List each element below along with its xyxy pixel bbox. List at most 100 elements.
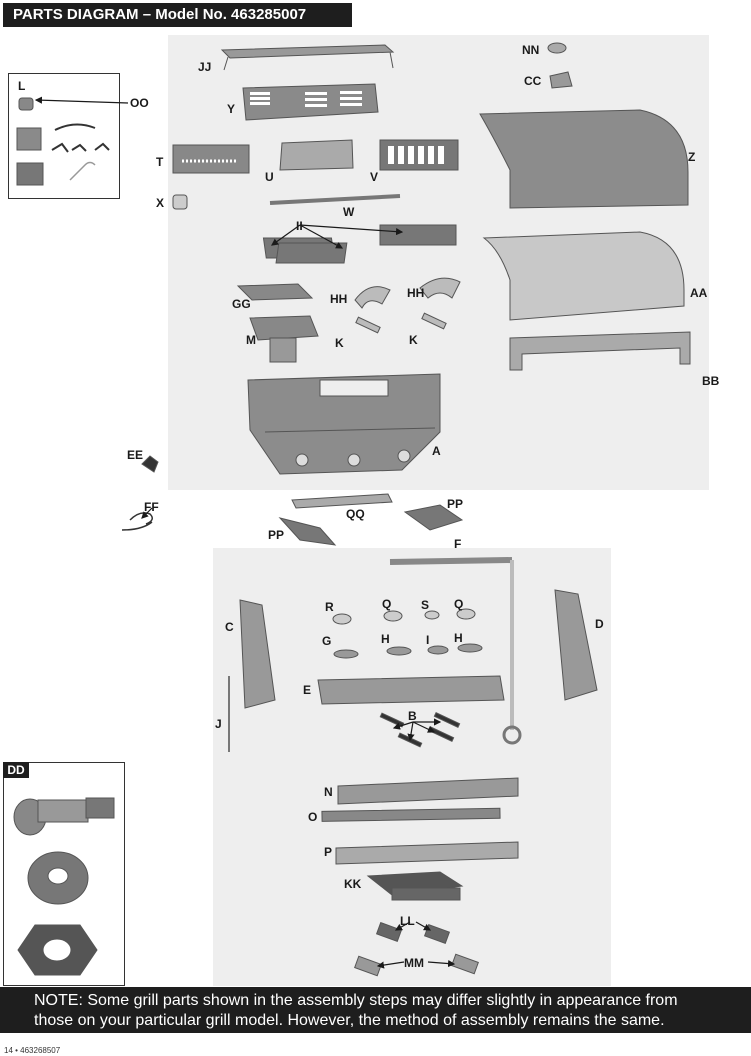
label-HH-1: HH bbox=[330, 292, 348, 306]
part-Q-1 bbox=[383, 610, 403, 622]
part-DD-nut bbox=[17, 924, 98, 976]
label-O: O bbox=[308, 810, 318, 824]
note-line-2: those on your particular grill model. Ho… bbox=[34, 1012, 665, 1029]
leader-MM-2 bbox=[427, 959, 456, 968]
label-J: J bbox=[215, 717, 222, 731]
part-D bbox=[554, 589, 598, 701]
label-G: G bbox=[322, 634, 332, 648]
part-G bbox=[333, 649, 359, 659]
part-GG bbox=[236, 283, 314, 301]
leader-B-3 bbox=[412, 721, 436, 733]
label-PP-1: PP bbox=[447, 497, 464, 511]
label-V: V bbox=[370, 170, 379, 184]
part-EE bbox=[141, 455, 159, 473]
part-II-right bbox=[379, 224, 457, 246]
part-H-2 bbox=[457, 643, 483, 653]
part-Q-2 bbox=[456, 608, 476, 620]
label-H-2: H bbox=[454, 631, 463, 645]
label-HH-2: HH bbox=[407, 286, 425, 300]
leader-II-3 bbox=[299, 224, 404, 236]
part-B-1 bbox=[379, 712, 405, 728]
part-DD-bolt bbox=[13, 797, 115, 836]
assembly-note: NOTE: Some grill parts shown in the asse… bbox=[0, 987, 751, 1033]
label-D: D bbox=[595, 617, 604, 631]
label-K-1: K bbox=[335, 336, 344, 350]
leader-II-2 bbox=[299, 224, 344, 249]
label-P: P bbox=[324, 845, 333, 859]
label-GG: GG bbox=[232, 297, 251, 311]
part-NN bbox=[547, 42, 567, 54]
label-NN: NN bbox=[522, 43, 540, 57]
part-MM-1 bbox=[354, 955, 382, 977]
part-L-knob bbox=[18, 97, 34, 111]
label-E: E bbox=[303, 683, 312, 697]
part-L-battery-box bbox=[16, 162, 44, 186]
label-U: U bbox=[265, 170, 274, 184]
label-KK: KK bbox=[344, 877, 362, 891]
part-A bbox=[247, 373, 441, 475]
part-M bbox=[249, 315, 319, 341]
part-K-1 bbox=[355, 316, 381, 334]
part-P bbox=[335, 841, 519, 865]
page-title: PARTS DIAGRAM – Model No. 463285007 bbox=[3, 3, 352, 27]
part-S bbox=[424, 610, 440, 620]
part-T bbox=[172, 144, 250, 174]
part-Z bbox=[479, 109, 689, 209]
label-S: S bbox=[421, 598, 430, 612]
part-II-mid bbox=[275, 242, 348, 264]
part-DD-washer bbox=[27, 851, 89, 905]
label-JJ: JJ bbox=[198, 60, 212, 74]
label-Y: Y bbox=[227, 102, 236, 116]
label-CC: CC bbox=[524, 74, 542, 88]
label-W: W bbox=[343, 205, 355, 219]
part-E bbox=[317, 675, 505, 705]
label-R: R bbox=[325, 600, 334, 614]
part-U bbox=[279, 139, 354, 171]
label-M: M bbox=[246, 333, 256, 347]
part-QQ bbox=[291, 493, 393, 509]
label-Z: Z bbox=[688, 150, 696, 164]
part-C bbox=[239, 599, 276, 709]
leader-B-2 bbox=[407, 721, 415, 742]
part-L-wire-4 bbox=[94, 142, 110, 151]
label-N: N bbox=[324, 785, 333, 799]
leader-MM-1 bbox=[376, 961, 405, 969]
lower-diagram-panel bbox=[213, 548, 611, 986]
leader-FF bbox=[141, 507, 153, 519]
part-BB bbox=[509, 331, 691, 371]
leader-OO bbox=[34, 96, 129, 104]
label-PP-2: PP bbox=[268, 528, 285, 542]
part-R bbox=[332, 613, 352, 625]
part-MM-2 bbox=[451, 953, 479, 975]
part-F bbox=[389, 557, 513, 565]
label-MM: MM bbox=[404, 956, 424, 970]
label-FF: FF bbox=[144, 500, 159, 514]
label-K-2: K bbox=[409, 333, 418, 347]
part-CC bbox=[549, 71, 573, 89]
label-H-1: H bbox=[381, 632, 390, 646]
part-HH-2 bbox=[419, 277, 461, 299]
label-LL: LL bbox=[400, 914, 415, 928]
part-X bbox=[172, 194, 188, 210]
label-I: I bbox=[426, 633, 430, 647]
part-FF bbox=[121, 512, 153, 531]
label-A: A bbox=[432, 444, 441, 458]
part-H-1 bbox=[386, 646, 412, 656]
part-JJ bbox=[220, 44, 395, 71]
note-line-1: NOTE: Some grill parts shown in the asse… bbox=[34, 992, 678, 1009]
label-C: C bbox=[225, 620, 234, 634]
page-footer: 14 • 463268507 bbox=[4, 1046, 61, 1055]
label-QQ: QQ bbox=[346, 507, 365, 521]
part-L-wire-1 bbox=[54, 123, 96, 131]
label-EE: EE bbox=[127, 448, 144, 462]
label-Q-2: Q bbox=[454, 597, 464, 611]
label-F: F bbox=[454, 537, 462, 551]
label-X: X bbox=[156, 196, 165, 210]
part-LL-2 bbox=[423, 923, 451, 945]
part-L-wire-2 bbox=[51, 142, 69, 153]
part-N bbox=[337, 777, 519, 805]
label-Q-1: Q bbox=[382, 597, 392, 611]
part-B-3 bbox=[427, 726, 455, 742]
label-BB: BB bbox=[702, 374, 720, 388]
